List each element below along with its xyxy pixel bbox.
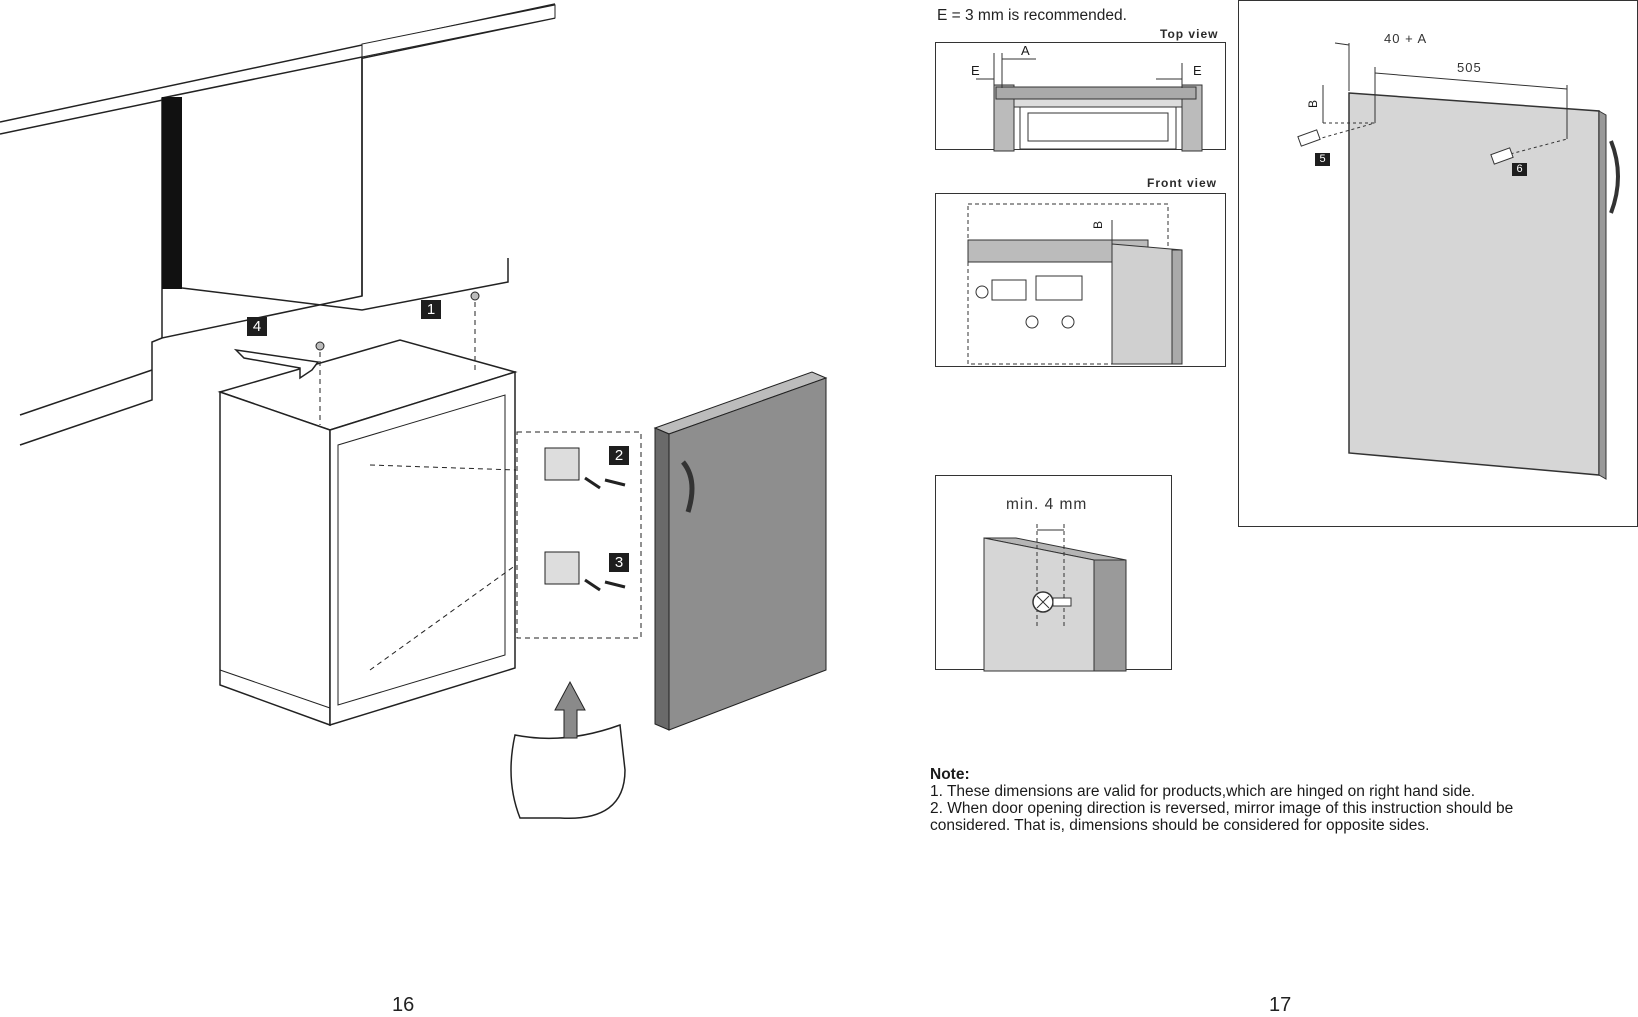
page-number-left: 16: [392, 994, 415, 1016]
recommendation-text: E = 3 mm is recommended.: [937, 7, 1127, 24]
note-line-3: considered. That is, dimensions should b…: [930, 817, 1430, 834]
door-dimensions-diagram: 40 + A 505 B 5 6: [1238, 0, 1638, 527]
min-gap-label: min. 4 mm: [1006, 496, 1088, 513]
top-view-label-e-right: E: [1193, 63, 1202, 78]
door-dim-offset: 40 + A: [1384, 31, 1428, 46]
step-badge-5: 5: [1315, 153, 1330, 166]
page-number-right: 17: [1269, 994, 1292, 1016]
top-view-label-e-left: E: [971, 63, 980, 78]
door-dim-width: 505: [1457, 60, 1482, 75]
top-view-label-a: A: [1021, 43, 1030, 58]
note-line-2: 2. When door opening direction is revers…: [930, 800, 1514, 817]
front-view-title: Front view: [1147, 176, 1218, 190]
door-dim-b: B: [1306, 99, 1321, 109]
cabinet-drawing: [0, 3, 828, 820]
top-view-diagram: A E E: [935, 42, 1226, 152]
step-badge-6: 6: [1512, 163, 1527, 176]
top-view-title: Top view: [1160, 27, 1219, 41]
note-line-1: 1. These dimensions are valid for produc…: [930, 783, 1476, 800]
step-badge-2: 2: [609, 446, 629, 465]
min-gap-diagram: min. 4 mm: [935, 475, 1172, 672]
step-badge-4: 4: [247, 317, 267, 336]
front-view-diagram: B: [935, 193, 1226, 367]
note-title: Note:: [930, 766, 970, 783]
step-badge-1: 1: [421, 300, 441, 319]
front-view-label-b: B: [1091, 220, 1106, 230]
step-badge-3: 3: [609, 553, 629, 572]
note-block: Note: 1. These dimensions are valid for …: [930, 766, 1630, 834]
